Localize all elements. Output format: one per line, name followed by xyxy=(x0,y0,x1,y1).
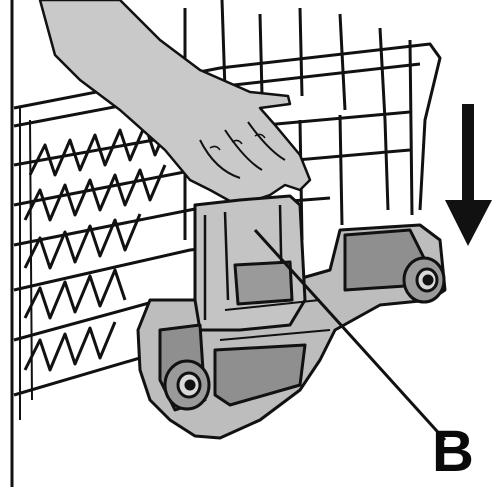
rack-adjuster xyxy=(136,194,447,440)
callout-leader-line xyxy=(253,228,447,442)
hand-illustration xyxy=(38,0,312,207)
adjuster-wheel-right xyxy=(402,256,446,304)
adjuster-wheel-left xyxy=(163,359,211,411)
down-arrow-icon xyxy=(445,104,492,246)
callout-label-b: B xyxy=(432,419,474,484)
